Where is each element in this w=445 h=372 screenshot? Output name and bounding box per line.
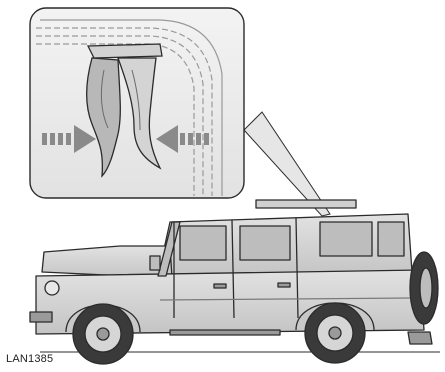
- tow-hitch: [408, 332, 432, 344]
- roof-rack: [256, 200, 356, 208]
- side-window: [320, 222, 372, 256]
- front-wheel: [73, 304, 133, 364]
- alpine-window: [378, 222, 404, 256]
- figure-reference-label: LAN1385: [6, 353, 53, 365]
- side-step: [170, 330, 280, 335]
- vehicle: [30, 200, 440, 364]
- spare-wheel: [410, 252, 438, 324]
- rear-door-handle: [278, 283, 290, 287]
- rear-door-window: [240, 226, 290, 260]
- rear-wheel: [305, 303, 365, 363]
- front-bumper: [30, 312, 52, 322]
- front-door-handle: [214, 284, 226, 288]
- front-door-window: [180, 226, 226, 260]
- wing-mirror: [150, 256, 160, 270]
- headlamp: [45, 281, 59, 295]
- detail-inset: [30, 8, 330, 216]
